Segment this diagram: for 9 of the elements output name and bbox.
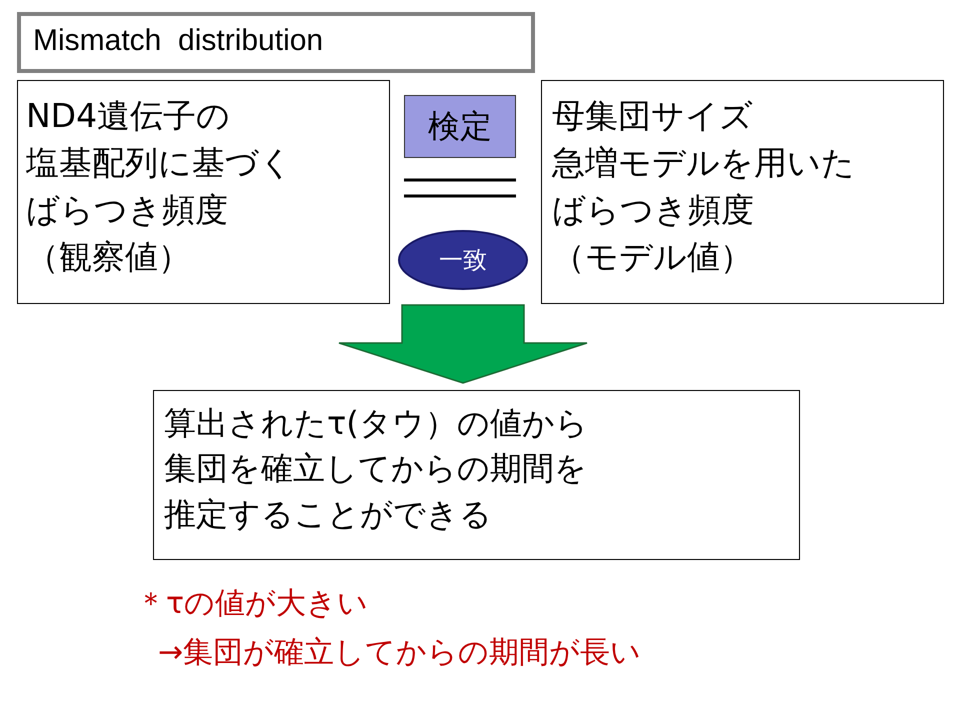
block-arrow [338,304,588,384]
note-text: ＊τの値が大きい [136,585,368,623]
text-box: 母集団サイズ急増モデルを用いたばらつき頻度（モデル値） [541,80,944,304]
title-box: Mismatch distribution [17,12,535,73]
note-text: →集団が確立してからの期間が長い [158,634,642,672]
label-box: 検定 [404,95,516,158]
text-box: 算出されたτ(タウ）の値から集団を確立してからの期間を推定することができる [153,390,800,560]
text-box: ND4遺伝子の塩基配列に基づくばらつき頻度（観察値） [17,80,390,304]
ellipse-badge: 一致 [398,230,528,290]
